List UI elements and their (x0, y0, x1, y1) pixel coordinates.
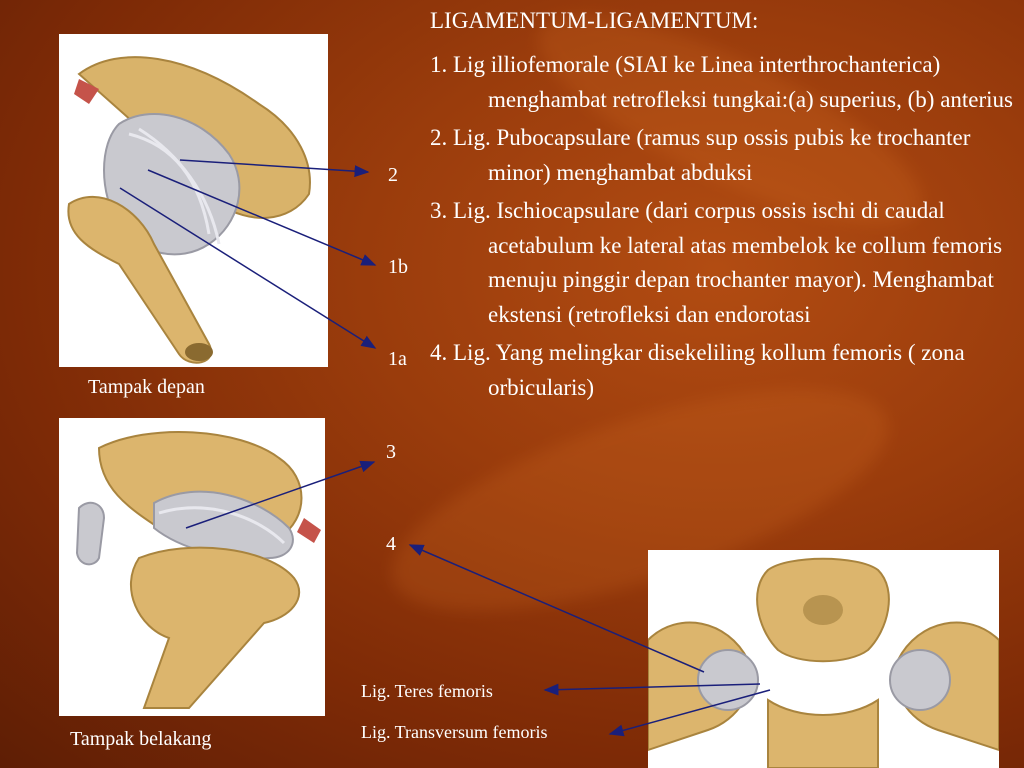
ligament-item-3: 3. Lig. Ischiocapsulare (dari corpus oss… (430, 198, 1003, 327)
arrow-4 (408, 544, 705, 673)
label-teres-femoris: Lig. Teres femoris (361, 681, 493, 701)
label-3: 3 (386, 441, 396, 463)
ligament-item-1: 1. Lig illiofemorale (SIAI ke Linea inte… (430, 52, 1014, 112)
arrow-transversum (608, 689, 771, 737)
arrow-teres (543, 683, 761, 696)
hip-back-view-illustration (59, 418, 325, 716)
slide-heading: LIGAMENTUM-LIGAMENTUM: (430, 8, 759, 33)
label-1a: 1a (388, 348, 407, 370)
hip-front-view-illustration (59, 34, 328, 367)
back-view-caption: Tampak belakang (70, 728, 212, 750)
label-2: 2 (388, 164, 398, 186)
arrow-1a (119, 187, 377, 349)
front-view-caption: Tampak depan (88, 376, 205, 398)
label-4: 4 (386, 533, 396, 555)
ligament-item-2: 2. Lig. Pubocapsulare (ramus sup ossis p… (430, 125, 971, 185)
ligament-item-4: 4. Lig. Yang melingkar disekeliling koll… (430, 340, 965, 400)
arrow-3 (185, 460, 376, 529)
label-1b: 1b (388, 256, 408, 278)
label-transversum-femoris: Lig. Transversum femoris (361, 722, 548, 742)
arrow-1b (147, 169, 377, 266)
arrow-2 (179, 159, 370, 178)
ligament-list: 1. Lig illiofemorale (SIAI ke Linea inte… (430, 48, 1015, 409)
